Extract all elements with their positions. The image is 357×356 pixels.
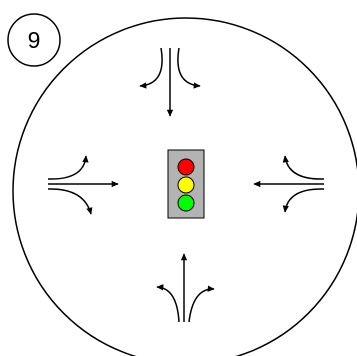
left-turn-arrow bbox=[156, 284, 180, 323]
left-turn-arrow bbox=[282, 188, 325, 213]
number-badge: 9 bbox=[7, 13, 61, 67]
right-turn-arrow bbox=[177, 47, 201, 89]
right-turn-arrow bbox=[188, 285, 215, 323]
red-lamp bbox=[177, 158, 195, 176]
left-turn-arrow bbox=[139, 47, 163, 89]
green-lamp bbox=[177, 194, 195, 212]
right-turn-arrow bbox=[47, 188, 93, 215]
arrow-group-bottom bbox=[156, 253, 215, 323]
traffic-light-icon bbox=[167, 149, 205, 219]
left-turn-arrow bbox=[47, 155, 89, 180]
number-badge-label: 9 bbox=[28, 27, 41, 53]
arrow-group-top bbox=[139, 47, 201, 117]
yellow-lamp bbox=[177, 176, 195, 194]
arrow-group-left bbox=[47, 155, 119, 215]
arrow-group-right bbox=[253, 155, 325, 213]
number-badge-circle bbox=[7, 13, 61, 67]
right-turn-arrow bbox=[282, 155, 325, 180]
